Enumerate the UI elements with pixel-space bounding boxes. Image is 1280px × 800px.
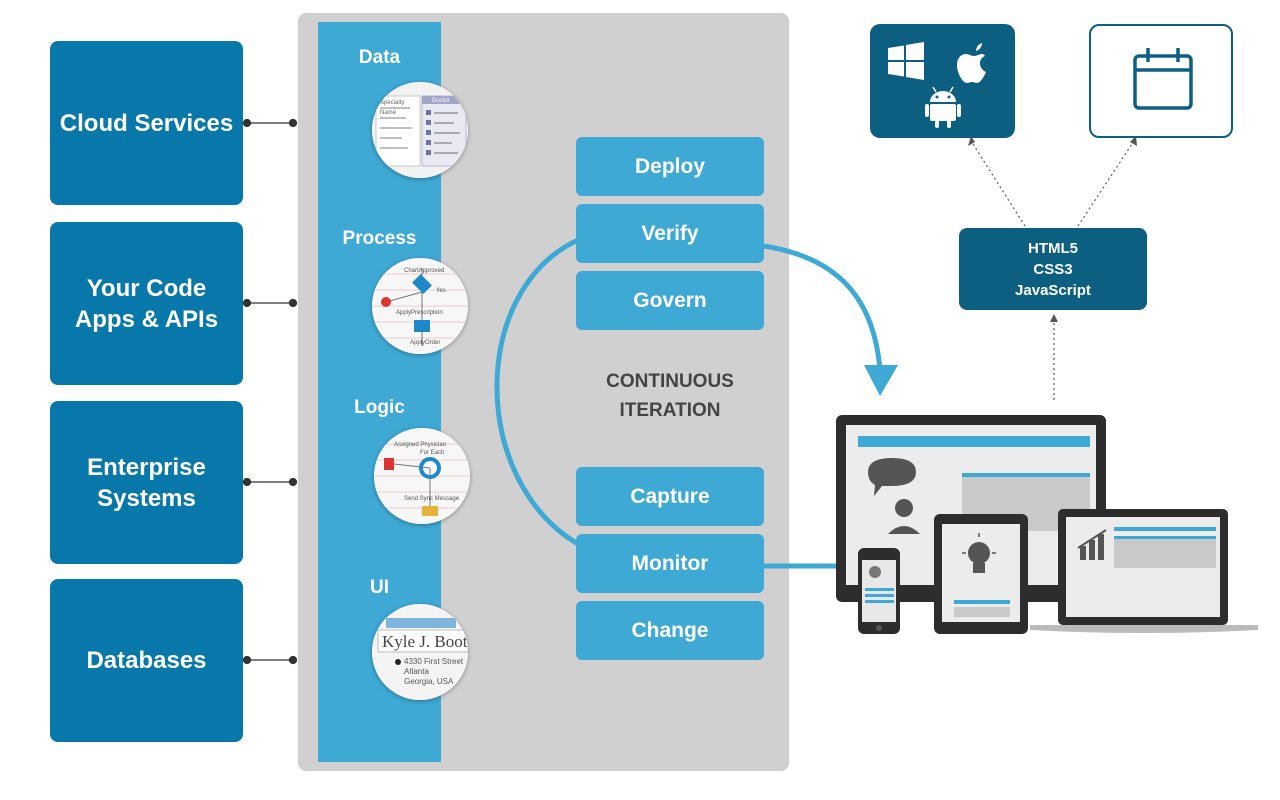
ui-thumbnail: Kyle J. Boot 4330 First Street Atlanta G…	[372, 604, 468, 700]
calendar-icon	[1133, 48, 1193, 110]
source-label: Apps & APIs	[74, 305, 219, 333]
connector-dot	[288, 118, 298, 128]
step-capture: Capture	[576, 467, 764, 526]
source-enterprise-systems: Enterprise Systems	[50, 401, 243, 564]
logic-thumbnail: Assigned Physician For Each Send Sync Me…	[374, 428, 470, 524]
tech-label: HTML5	[1028, 239, 1078, 257]
source-your-code: Your Code Apps & APIs	[50, 222, 243, 385]
thumb-text: Specialty	[380, 100, 404, 106]
connector-dot	[288, 655, 298, 665]
step-monitor: Monitor	[576, 534, 764, 593]
thumb-text: Kyle J. Boot	[382, 632, 468, 651]
dotted-line	[972, 143, 1026, 227]
thumb-text: Name	[380, 110, 397, 116]
connector-dot	[288, 477, 298, 487]
layer-label-logic: Logic	[354, 397, 405, 418]
source-databases: Databases	[50, 579, 243, 742]
dotted-arrow-head	[968, 136, 975, 146]
thumb-text: ApplyPrescription	[396, 310, 443, 316]
layer-label-process: Process	[342, 228, 417, 249]
connector-dot	[242, 655, 252, 665]
android-icon	[925, 86, 961, 128]
windows-icon	[888, 42, 924, 80]
data-thumbnail: Doctor Specialty Name	[372, 82, 468, 178]
tech-label: JavaScript	[1015, 281, 1091, 299]
step-verify: Verify	[576, 204, 764, 263]
source-label: Enterprise	[87, 453, 206, 481]
step-change: Change	[576, 601, 764, 660]
iteration-line: ITERATION	[619, 400, 721, 421]
iteration-line: CONTINUOUS	[606, 371, 734, 392]
thumb-text: Assigned Physician	[394, 442, 446, 448]
layer-label-data: Data	[358, 47, 401, 68]
connector-dot	[288, 298, 298, 308]
source-label: Systems	[97, 484, 196, 512]
apple-icon	[957, 43, 986, 83]
layer-label-ui: UI	[370, 577, 389, 598]
thumb-text: Doctor	[432, 98, 450, 104]
thumb-text: Atlanta	[404, 667, 429, 676]
web-app-box	[1089, 24, 1233, 138]
source-label: Cloud Services	[59, 109, 234, 137]
dotted-line	[1077, 143, 1133, 227]
dotted-arrow-head	[1130, 136, 1137, 146]
web-tech-box: HTML5 CSS3 JavaScript	[959, 228, 1147, 310]
process-thumbnail: ChartApproved Yes ApplyPrescription Appl…	[372, 258, 468, 354]
deploy-arrow-curve	[763, 243, 883, 371]
thumb-text: ApplyOrder	[410, 340, 440, 346]
deploy-arrow-head	[864, 365, 898, 396]
connector-dot	[242, 477, 252, 487]
thumb-text: 4330 First Street	[404, 657, 464, 666]
thumb-text: Send Sync Message	[404, 496, 460, 502]
source-cloud-services: Cloud Services	[50, 41, 243, 205]
step-deploy: Deploy	[576, 137, 764, 196]
thumb-text: Georgia, USA	[404, 677, 454, 686]
thumb-text: Yes	[436, 288, 446, 294]
step-govern: Govern	[576, 271, 764, 330]
tech-label: CSS3	[1033, 260, 1073, 278]
connector-dot	[242, 118, 252, 128]
thumb-text: For Each	[420, 450, 444, 456]
connector-dot	[242, 298, 252, 308]
dotted-arrow-head	[1050, 314, 1058, 322]
native-platforms-box	[870, 24, 1015, 138]
continuous-iteration-label: CONTINUOUS ITERATION	[565, 367, 775, 425]
source-label: Your Code	[86, 274, 207, 302]
thumb-text: ChartApproved	[404, 268, 444, 274]
iteration-loop-arc	[494, 237, 580, 547]
source-label: Databases	[86, 647, 207, 674]
